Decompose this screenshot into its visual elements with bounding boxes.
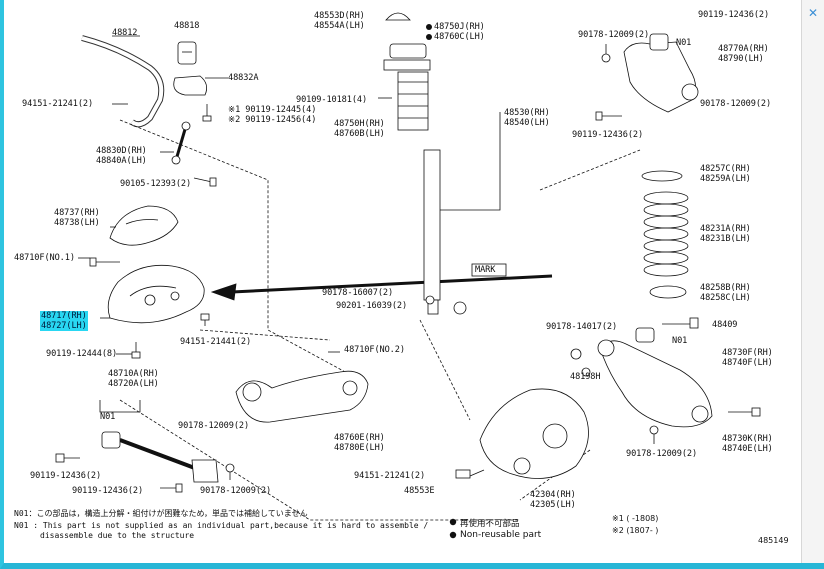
steering-knuckle — [479, 388, 589, 479]
label-48780e: 48780E(LH) — [334, 443, 385, 453]
label-48717[interactable]: 48717(RH) — [40, 311, 88, 321]
label-48231b: 48231B(LH) — [700, 234, 751, 244]
label-48770a: 48770A(RH) — [718, 44, 769, 54]
label-90119-12436-r2: 90119-12436(2) — [572, 130, 644, 140]
label-90178-12009-r1: 90178-12009(2) — [578, 30, 650, 40]
label-48530: 48530(RH) — [504, 108, 550, 118]
bushing-bracket — [173, 75, 208, 96]
label-48760b: 48760B(LH) — [334, 129, 385, 139]
spring-upper-seat — [641, 170, 683, 182]
label-90178-12009-a: 90178-12009(2) — [178, 421, 250, 431]
legend-non-reusable-jp: 再使用不可部品 — [460, 519, 520, 529]
label-48840a: 48840A(LH) — [96, 156, 147, 166]
label-48717-text[interactable]: 48717(RH) — [40, 311, 88, 321]
label-48812: 48812 — [112, 28, 138, 38]
label-48750j: 48750J(RH) — [434, 22, 485, 32]
mark-box — [471, 263, 507, 277]
label-48730k: 48730K(RH) — [722, 434, 773, 444]
label-48540: 48540(LH) — [504, 118, 550, 128]
label-48740f: 48740F(LH) — [722, 358, 773, 368]
label-90178-14017: 90178-14017(2) — [546, 322, 618, 332]
stabilizer-bushing — [177, 41, 197, 65]
label-48760e: 48760E(RH) — [334, 433, 385, 443]
label-48553d: 48553D(RH) — [314, 11, 365, 21]
diagram-id: 485149 — [758, 536, 789, 545]
label-48727[interactable]: 48727(LH) — [40, 321, 88, 331]
label-90178-12009-b: 90178-12009(2) — [200, 486, 272, 496]
label-48257c: 48257C(RH) — [700, 164, 751, 174]
label-48832a: 48832A — [228, 73, 259, 83]
label-48259a: 48259A(LH) — [700, 174, 751, 184]
label-mark: MARK — [475, 265, 496, 275]
label-90119-12436-l2: 90119-12436(2) — [72, 486, 144, 496]
close-icon[interactable]: ✕ — [807, 6, 819, 20]
spring-lower-seat — [649, 285, 687, 299]
link-end — [191, 459, 219, 483]
subframe-cover — [109, 205, 179, 246]
label-48710f-no2: 48710F(NO.2) — [344, 345, 405, 355]
label-90201: 90201-16039(2) — [336, 301, 408, 311]
lower-control-arm — [599, 340, 713, 428]
note-n01-en-2: disassemble due to the structure — [40, 531, 195, 540]
stabilizer-link — [174, 125, 188, 161]
label-90105: 90105-12393(2) — [120, 179, 192, 189]
label-48737: 48737(RH) — [54, 208, 100, 218]
label-90178-16007: 90178-16007(2) — [322, 288, 394, 298]
label-90178-12009-r3: 90178-12009(2) — [626, 449, 698, 459]
shock-mount — [389, 43, 427, 59]
coil-spring — [643, 191, 689, 277]
label-42305: 42305(LH) — [530, 500, 576, 510]
label-90109: 90109-10181(4) — [296, 95, 368, 105]
label-48710f-no1: 48710F(NO.1) — [14, 253, 75, 263]
upper-arm — [623, 41, 696, 113]
label-48553e: 48553E — [404, 486, 435, 496]
scrollbar[interactable]: ✕ — [801, 0, 824, 563]
legend-non-reusable-en: Non-reusable part — [460, 530, 542, 540]
label-48727-text[interactable]: 48727(LH) — [40, 321, 88, 331]
label-48760c: 48760C(LH) — [434, 32, 485, 42]
label-48710a: 48710A(RH) — [108, 369, 159, 379]
label-48818: 48818 — [174, 21, 200, 31]
label-48258b: 48258B(RH) — [700, 283, 751, 293]
label-90178-12009-r2: 90178-12009(2) — [700, 99, 772, 109]
legend-note2: ※2 (1807- ) — [612, 526, 659, 535]
label-n01-right-top: N01 — [676, 38, 692, 48]
legend-note1: ※1 ( -1808) — [612, 514, 659, 523]
label-48790: 48790(LH) — [718, 54, 764, 64]
label-48409: 48409 — [712, 320, 738, 330]
label-90119-12436-l1: 90119-12436(2) — [30, 471, 102, 481]
pointer-arrow — [231, 274, 553, 294]
label-90119-12444: 90119-12444(8) — [46, 349, 118, 359]
lateral-link — [119, 438, 201, 472]
note-n01-jp: N01：この部品は，構造上分解・組付けが困難なため，単品では補給していません — [14, 509, 308, 518]
label-48738: 48738(LH) — [54, 218, 100, 228]
label-94151-mid: 94151-21441(2) — [180, 337, 252, 347]
label-48258c: 48258C(LH) — [700, 293, 751, 303]
label-48830d: 48830D(RH) — [96, 146, 147, 156]
label-48730f: 48730F(RH) — [722, 348, 773, 358]
shock-cap — [385, 12, 411, 21]
parts-diagram — [55, 12, 761, 539]
dust-boot — [397, 71, 429, 131]
label-n01-right-low: N01 — [672, 336, 688, 346]
subframe-bracket — [107, 264, 205, 324]
label-48740e: 48740E(LH) — [722, 444, 773, 454]
label-94151-top: 94151-21241(2) — [22, 99, 94, 109]
label-90119-12445: ※1 90119-12445(4) — [228, 105, 317, 115]
label-n01-left: N01 — [100, 412, 116, 422]
label-48720a: 48720A(LH) — [108, 379, 159, 389]
label-48198h: 48198H — [570, 372, 601, 382]
label-90119-12436-r0: 90119-12436(2) — [698, 10, 770, 20]
label-48750h: 48750H(RH) — [334, 119, 385, 129]
label-94151-low: 94151-21241(2) — [354, 471, 426, 481]
label-42304: 42304(RH) — [530, 490, 576, 500]
lower-link — [235, 370, 369, 423]
shock-absorber — [423, 149, 441, 301]
note-n01-en-1: N01 : This part is not supplied as an in… — [14, 521, 429, 530]
label-90119-12456: ※2 90119-12456(4) — [228, 115, 317, 125]
label-48554a: 48554A(LH) — [314, 21, 365, 31]
label-48231a: 48231A(RH) — [700, 224, 751, 234]
